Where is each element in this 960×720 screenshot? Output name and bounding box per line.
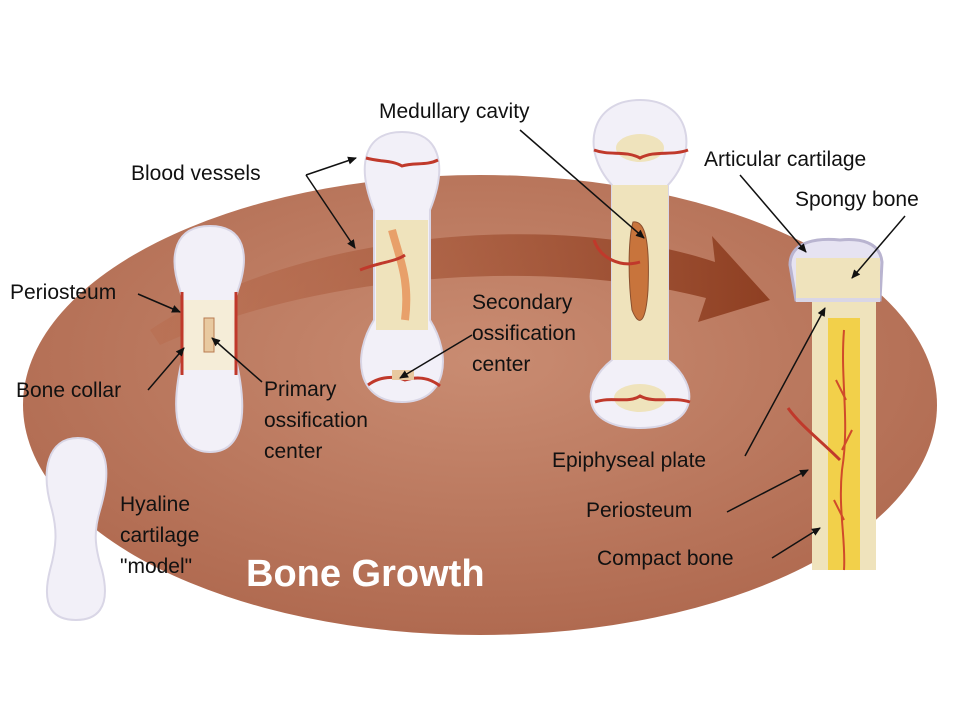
- label-blood-vessels: Blood vessels: [131, 162, 261, 185]
- cartilage-model: [45, 436, 108, 622]
- stage-bone-collar: [173, 224, 245, 454]
- label-primary-ossification-line1: Primary: [264, 378, 337, 401]
- stage-primary-ossification: [359, 130, 444, 404]
- label-secondary-ossification-line3: center: [472, 353, 531, 376]
- label-periosteum-right: Periosteum: [586, 499, 693, 522]
- label-secondary-ossification-line1: Secondary: [472, 291, 573, 314]
- label-medullary-cavity: Medullary cavity: [379, 100, 530, 123]
- label-hyaline-line2: cartilage: [120, 524, 200, 547]
- label-spongy-bone: Spongy bone: [795, 188, 919, 211]
- label-primary-ossification-line3: center: [264, 440, 323, 463]
- label-articular-cartilage: Articular cartilage: [704, 148, 867, 171]
- leader-lines: [137, 129, 906, 559]
- label-primary-ossification-line2: ossification: [264, 409, 368, 432]
- label-hyaline-line1: Hyaline: [120, 493, 191, 516]
- label-epiphyseal-plate: Epiphyseal plate: [552, 449, 707, 472]
- label-compact-bone: Compact bone: [597, 547, 734, 570]
- diagram-title: Bone Growth: [246, 553, 485, 595]
- stage-medullary-cavity: [589, 98, 691, 430]
- label-bone-collar: Bone collar: [16, 379, 122, 402]
- stage-mature-bone: [786, 237, 884, 571]
- label-periosteum-left: Periosteum: [10, 281, 117, 304]
- label-secondary-ossification-line2: ossification: [472, 322, 576, 345]
- label-hyaline-line3: "model": [120, 555, 193, 578]
